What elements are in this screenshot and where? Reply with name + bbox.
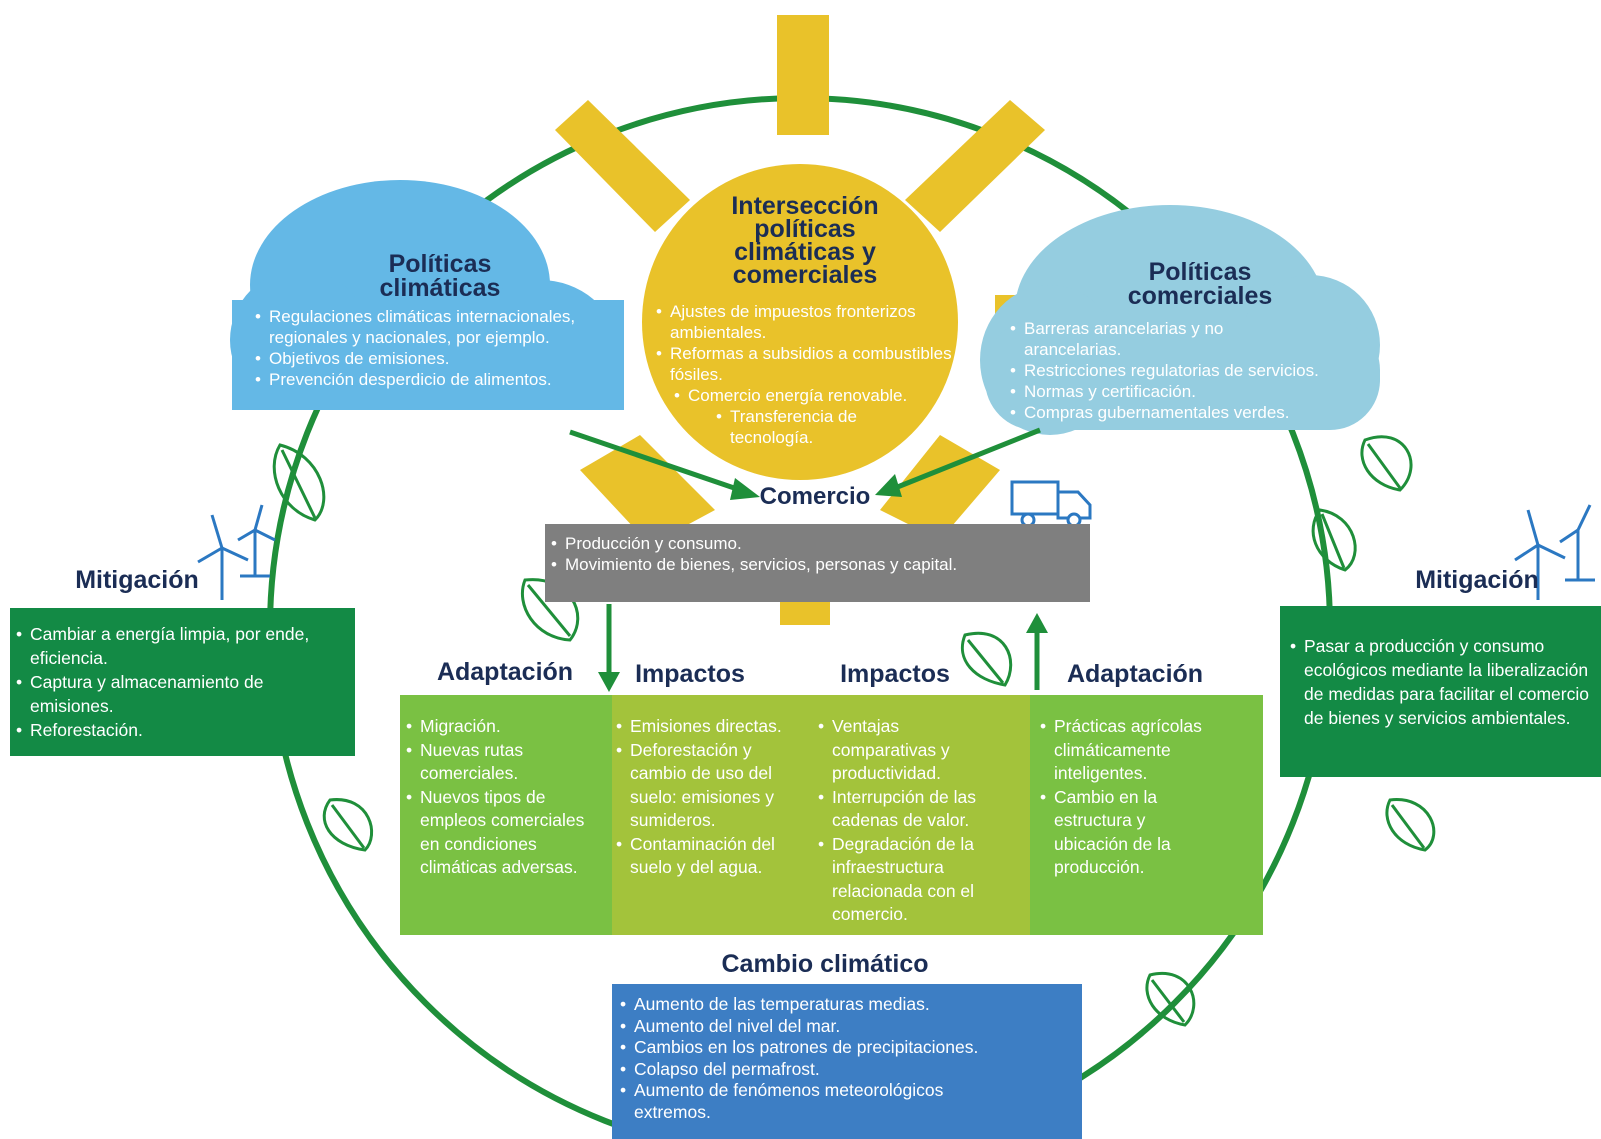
list-item: Regulaciones climáticas internacionales,… (255, 306, 595, 348)
list-item: Aumento del nivel del mar. (620, 1016, 1074, 1038)
adaptation-left-list: Migración. Nuevas rutas comerciales. Nue… (406, 715, 606, 880)
list-item: Emisiones directas. (616, 715, 812, 739)
impacts-right-list: Ventajas comparativas y productividad. I… (818, 715, 1020, 927)
climate-change-list: Aumento de las temperaturas medias. Aume… (620, 994, 1074, 1123)
list-item: Movimiento de bienes, servicios, persona… (551, 554, 1084, 575)
list-item: Normas y certificación. (1010, 381, 1385, 402)
climate-policies: Políticas climáticas Regulaciones climát… (255, 250, 625, 391)
impacts-left-title: Impactos (635, 660, 745, 688)
list-item: Aumento de fenómenos meteorológicos extr… (620, 1080, 994, 1123)
center-title: Intersección políticas climáticas y come… (731, 192, 879, 289)
list-item: Ajustes de impuestos fronterizos ambient… (656, 301, 960, 343)
list-item: Transferencia de tecnología. (716, 406, 900, 448)
list-item: Pasar a producción y consumo ecológicos … (1290, 634, 1593, 730)
list-item: Cambiar a energía limpia, por ende, efic… (16, 622, 349, 670)
climate-policies-title: Políticas climáticas (379, 250, 501, 302)
list-item: Deforestación y cambio de uso del suelo:… (616, 739, 812, 833)
list-item: Restricciones regulatorias de servicios. (1010, 360, 1385, 381)
mitigation-right-box: Pasar a producción y consumo ecológicos … (1280, 606, 1601, 777)
list-item: Ventajas comparativas y productividad. (818, 715, 982, 786)
list-item: Reforestación. (16, 718, 349, 742)
truck-icon (1010, 480, 1092, 528)
list-item: Comercio energía renovable. (674, 385, 960, 406)
adaptation-right-title: Adaptación (1066, 660, 1204, 688)
mitigation-left-title: Mitigación (75, 566, 199, 594)
list-item: Producción y consumo. (551, 533, 1084, 554)
arrows (569, 427, 1048, 692)
list-item: Compras gubernamentales verdes. (1010, 402, 1385, 423)
trade-title: Comercio (759, 483, 871, 510)
center-section: Intersección políticas climáticas y come… (650, 192, 960, 448)
impacts-left-box: Emisiones directas. Deforestación y camb… (612, 695, 818, 935)
center-list: Ajustes de impuestos fronterizos ambient… (650, 301, 960, 448)
list-item: Objetivos de emisiones. (255, 348, 595, 369)
list-item: Prácticas agrícolas climáticamente intel… (1040, 715, 1233, 786)
climate-change-title-bg (700, 946, 950, 982)
list-item: Reformas a subsidios a combustibles fósi… (656, 343, 960, 385)
list-item: Cambio en la estructura y ubicación de l… (1040, 786, 1199, 880)
impacts-left-list: Emisiones directas. Deforestación y camb… (616, 715, 812, 880)
climate-change-title: Cambio climático (721, 950, 929, 978)
trade-box: Producción y consumo. Movimiento de bien… (545, 524, 1090, 602)
list-item: Barreras arancelarias y no arancelarias. (1010, 318, 1284, 360)
adaptation-left-box: Migración. Nuevas rutas comerciales. Nue… (400, 695, 612, 935)
mitigation-left-list: Cambiar a energía limpia, por ende, efic… (16, 622, 349, 742)
mitigation-right-title: Mitigación (1415, 566, 1539, 594)
adaptation-left-title: Adaptación (436, 658, 574, 686)
impacts-right-title: Impactos (840, 660, 950, 688)
list-item: Interrupción de las cadenas de valor. (818, 786, 1020, 833)
list-item: Degradación de la infraestructura relaci… (818, 833, 1020, 927)
wind-turbine-icon (197, 504, 276, 600)
climate-change-box: Aumento de las temperaturas medias. Aume… (612, 984, 1082, 1139)
trade-list: Producción y consumo. Movimiento de bien… (551, 533, 1084, 575)
list-item: Colapso del permafrost. (620, 1059, 1074, 1081)
list-item: Captura y almacenamiento de emisiones. (16, 670, 349, 718)
mitigation-left-box: Cambiar a energía limpia, por ende, efic… (10, 608, 355, 756)
list-item: Contaminación del suelo y del agua. (616, 833, 812, 880)
list-item: Aumento de las temperaturas medias. (620, 994, 1074, 1016)
adaptation-right-box: Prácticas agrícolas climáticamente intel… (1030, 695, 1263, 935)
wind-turbine-icon (1514, 504, 1595, 600)
trade-policies-title: Políticas comerciales (1127, 258, 1273, 310)
climate-policies-list: Regulaciones climáticas internacionales,… (255, 306, 595, 390)
mitigation-right-list: Pasar a producción y consumo ecológicos … (1290, 634, 1593, 730)
list-item: Cambios en los patrones de precipitacion… (620, 1037, 1074, 1059)
list-item: Prevención desperdicio de alimentos. (255, 369, 595, 390)
impacts-right-box: Ventajas comparativas y productividad. I… (818, 695, 1030, 935)
list-item: Nuevas rutas comerciales. (406, 739, 550, 786)
list-item: Nuevos tipos de empleos comerciales en c… (406, 786, 606, 880)
adaptation-right-list: Prácticas agrícolas climáticamente intel… (1040, 715, 1233, 880)
list-item: Migración. (406, 715, 606, 739)
trade-policies-list: Barreras arancelarias y no arancelarias.… (1010, 318, 1385, 423)
trade-policies: Políticas comerciales Barreras arancelar… (1010, 258, 1390, 424)
